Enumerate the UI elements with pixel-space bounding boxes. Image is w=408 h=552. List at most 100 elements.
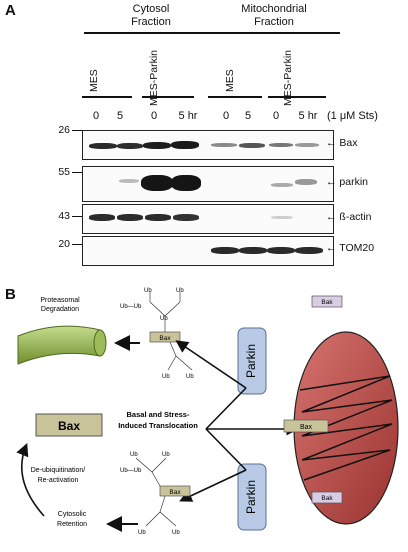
blot-label-bax: ← Bax [326, 137, 358, 149]
blot-band [143, 142, 171, 149]
blot-band [119, 179, 139, 183]
protein-name: Bax [339, 137, 358, 149]
blot-band [239, 247, 267, 254]
actin-blot [82, 204, 334, 234]
ub-label: Ub—Ub [120, 304, 142, 310]
condition-label: MES-Parkin [148, 49, 160, 106]
blot-band [89, 214, 115, 221]
fraction-header-line: Fraction [254, 16, 294, 28]
bax-mito-label: Bax [300, 424, 313, 431]
time-point-label: 5 hr [298, 110, 318, 122]
cytosolic-label: Cytosolic [58, 511, 87, 518]
blot-band [173, 214, 199, 221]
parkin-box-bottom [237, 463, 267, 531]
panel-a-letter: A [5, 2, 16, 19]
blot-band [269, 143, 293, 147]
blot-band [211, 247, 239, 254]
ub-label: Ub [186, 374, 194, 380]
protein-name: parkin [339, 176, 369, 188]
reactivation-arrow [16, 443, 45, 517]
ub-label: Ub [160, 316, 168, 322]
fraction-header-line: Mitochondrial [241, 3, 307, 15]
condition-label: MES-Parkin [282, 49, 294, 106]
mito-fraction-header: Mitochondrial Fraction [204, 3, 344, 29]
mw-marker: 26 [58, 124, 70, 136]
bax-mito-box [283, 419, 329, 433]
bax-small-box-bottom [159, 485, 191, 497]
blot-band [141, 175, 173, 191]
ubiquitin-chain-bottom [135, 457, 177, 527]
bax-blot [82, 130, 334, 160]
panel-b-letter: B [5, 286, 16, 303]
bax-small-label: Bax [169, 489, 181, 496]
ub-label: Ub [176, 288, 184, 294]
parkin-label: Parkin [244, 480, 258, 514]
parkin-box-top [237, 327, 267, 395]
ub-label: Ub [162, 452, 170, 458]
blot-band [117, 143, 143, 149]
blot-band [171, 175, 201, 191]
condition-label: MES [88, 69, 100, 92]
arrow-icon: ← [326, 176, 337, 188]
ub-label: Ub [144, 288, 152, 294]
blot-label-tom20: ← TOM20 [326, 242, 374, 254]
proteasome-label: Degradation [41, 306, 79, 313]
blot-band [295, 143, 319, 147]
arrow-icon: ← [326, 242, 337, 254]
bak-box-bottom [311, 491, 343, 504]
bak-label: Bak [321, 299, 333, 306]
mw-marker: 20 [58, 238, 70, 250]
cytosol-fraction-header: Cytosol Fraction [86, 3, 216, 29]
time-point-label: 0 [272, 110, 280, 122]
blot-band [211, 143, 237, 147]
mw-tick [72, 172, 82, 173]
pathway-diagram: Proteasomal Degradation Bax Ub Ub Ub—Ub … [16, 288, 399, 536]
proteasome-icon [17, 325, 107, 365]
fraction-header-line: Cytosol [132, 3, 170, 15]
protein-name: ß-actin [339, 211, 372, 223]
deubiq-label: De-ubiquitination/ [31, 467, 86, 474]
ubiquitin-chain-top [149, 292, 193, 371]
condition-underline [208, 96, 262, 98]
ub-label: Ub [138, 530, 146, 536]
bak-box-top [311, 295, 343, 308]
translocation-arrows [175, 340, 300, 502]
blot-band [117, 214, 143, 221]
ub-label: Ub [130, 452, 138, 458]
time-point-label: 0 [92, 110, 100, 122]
tom20-blot [82, 236, 334, 266]
ub-label: Ub [162, 374, 170, 380]
blot-band [267, 247, 295, 254]
fraction-header-line: Fraction [131, 16, 171, 28]
blot-band [145, 214, 171, 221]
ub-label: Ub [172, 530, 180, 536]
blot-band [271, 216, 293, 219]
mw-tick [72, 130, 82, 131]
condition-underline [268, 96, 326, 98]
blot-band [89, 143, 117, 149]
time-point-label: 5 [116, 110, 124, 122]
cytosol-bracket-line [84, 32, 218, 34]
mito-bracket-line [206, 32, 340, 34]
time-point-label: 5 [244, 110, 252, 122]
bax-main-box [35, 413, 103, 437]
blot-band [295, 179, 317, 185]
mw-tick [72, 216, 82, 217]
blot-label-actin: ← ß-actin [326, 211, 372, 223]
proteasome-label: Proteasomal [40, 297, 80, 304]
treatment-label: (1 μM Sts) [327, 110, 378, 122]
parkin-label: Parkin [244, 344, 258, 378]
arrow-icon: ← [326, 211, 337, 223]
time-point-label: 0 [222, 110, 230, 122]
ub-label: Ub—Ub [120, 468, 142, 474]
translocation-label: Induced Translocation [118, 421, 198, 430]
translocation-label: Basal and Stress- [127, 410, 190, 419]
mw-marker: 55 [58, 166, 70, 178]
condition-underline [142, 96, 194, 98]
blot-band [271, 183, 293, 187]
mw-marker: 43 [58, 210, 70, 222]
parkin-blot [82, 166, 334, 202]
blot-band [239, 143, 265, 148]
time-point-label: 5 hr [178, 110, 198, 122]
bak-label: Bak [321, 495, 333, 502]
